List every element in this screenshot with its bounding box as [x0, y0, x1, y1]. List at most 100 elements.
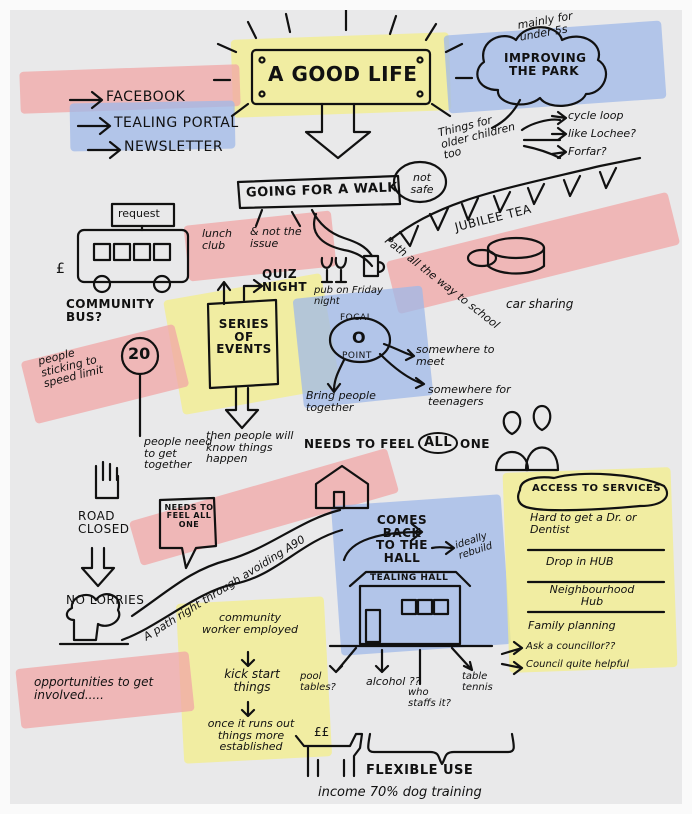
bus-wheel — [92, 274, 112, 294]
series-arrow-up-left — [216, 280, 232, 306]
person-1 — [494, 410, 530, 472]
table-tennis: table tennis — [462, 671, 493, 693]
pool-tables: pool tables? — [300, 671, 336, 693]
services-item-family: Family planning — [528, 619, 616, 632]
road-upper — [130, 508, 342, 618]
services-item-doctor: Hard to get a Dr. or Dentist — [530, 511, 637, 536]
title-down-arrow — [304, 102, 372, 160]
park-branch — [490, 98, 562, 160]
curly-brace — [367, 732, 515, 766]
speed-limit-value: 20 — [128, 344, 151, 363]
focal-top: FOCAL — [340, 313, 373, 323]
walk-box — [236, 174, 402, 210]
hall-window — [416, 598, 434, 616]
tealing-hall-sign: TEALING HALL — [370, 573, 449, 583]
board-rivet — [258, 56, 266, 64]
opportunities: opportunities to get involved..... — [34, 675, 154, 702]
lunch-club: lunch club — [202, 227, 233, 252]
services-item-council-helpful: Council quite helpful — [526, 659, 629, 670]
arrow-lochee — [550, 126, 568, 142]
worker-arrow-1 — [240, 650, 256, 668]
bus-request: request — [118, 207, 160, 220]
arrow-forfar — [550, 144, 568, 160]
bus-window — [92, 242, 112, 262]
needs-to-feel-right: ONE — [460, 437, 490, 451]
person-2 — [524, 404, 560, 472]
board-rivet — [258, 90, 266, 98]
arrow-newsletter — [86, 140, 122, 160]
no-lorries: NO LORRIES — [66, 593, 145, 607]
comes-back-to-hall: COMES BACK TO THE HALL — [376, 513, 428, 565]
focal-center: O — [352, 328, 366, 347]
road-down-arrow — [80, 546, 116, 588]
stop-hand — [94, 460, 120, 500]
arrow-portal — [76, 116, 112, 136]
services-label-cloud — [517, 472, 669, 512]
focal-ring — [328, 316, 392, 364]
bus-money: £ — [56, 261, 65, 277]
pub-friday: pub on Friday night — [314, 285, 383, 307]
board-rivet — [416, 56, 424, 64]
title-signboard — [250, 48, 432, 106]
bunting-line — [388, 156, 642, 242]
worker-arrow-2 — [240, 700, 256, 718]
bus-label: COMMUNITY BUS? — [66, 297, 155, 324]
people-need-together: people need to get together — [144, 435, 213, 472]
hall-body — [358, 584, 462, 646]
arrow-cycle-loop — [550, 110, 568, 126]
park-cloud — [476, 26, 608, 107]
tea-cake — [486, 236, 546, 260]
board-rivet — [416, 90, 424, 98]
road-closed: ROAD CLOSED — [78, 509, 130, 536]
somewhere-to-meet: somewhere to meet — [416, 343, 495, 368]
services-heading: ACCESS TO SERVICES — [532, 483, 662, 494]
focal-bottom: POINT — [342, 351, 372, 361]
services-dividers — [526, 548, 666, 614]
somewhere-for-teenagers: somewhere for teenagers — [428, 383, 511, 408]
focal-arrows — [326, 342, 426, 394]
beer-mug — [362, 254, 386, 278]
bus-body — [76, 228, 190, 284]
hall-roof — [348, 570, 472, 588]
hall-branches — [328, 646, 474, 686]
bus-wheel — [152, 274, 172, 294]
series-of-events: SERIES OF EVENTS — [216, 317, 272, 357]
who-staffs: who staffs it? — [408, 687, 451, 709]
channel-newsletter: NEWSLETTER — [124, 139, 224, 155]
hall-sweep-arrow — [342, 522, 424, 562]
quiz-night: QUIZ NIGHT — [262, 267, 308, 294]
road-lower — [120, 528, 344, 642]
bus-window — [152, 242, 172, 262]
park-option-forfar: Forfar? — [568, 145, 607, 158]
series-board — [206, 298, 280, 390]
services-item-neighbourhood: Neighbourhood Hub — [549, 583, 635, 608]
alcohol: alcohol ?? — [366, 675, 421, 688]
hall-door — [364, 608, 382, 644]
not-the-issue: & not the issue — [250, 225, 302, 250]
speech-bubble — [158, 496, 218, 570]
winding-path — [310, 208, 374, 268]
bunting-flags — [398, 166, 618, 248]
bus-window — [112, 242, 132, 262]
channel-tealing-portal: TEALING PORTAL — [114, 115, 239, 131]
title-rays — [212, 8, 474, 118]
wine-glasses — [320, 256, 348, 284]
house-small-door — [332, 490, 346, 510]
series-arrow-down — [224, 386, 260, 430]
park-option-cycle-loop: cycle loop — [568, 109, 624, 122]
needs-to-feel-circled: ALL — [418, 432, 459, 454]
services-item-drop-in: Drop in HUB — [546, 555, 614, 568]
hall-rebuild-arrow — [430, 540, 456, 556]
services-arrows — [500, 640, 524, 676]
car-sharing: car sharing — [506, 297, 574, 311]
not-safe-cloud — [392, 160, 448, 204]
arrow-facebook — [68, 90, 104, 110]
teacup — [466, 248, 498, 268]
series-arrow-up — [242, 278, 264, 302]
then-people: then people will know things happen — [206, 429, 294, 466]
walk-not-safe: not safe — [410, 171, 434, 196]
park-option-lochee: like Lochee? — [568, 127, 636, 140]
channel-facebook: FACEBOOK — [106, 89, 186, 105]
